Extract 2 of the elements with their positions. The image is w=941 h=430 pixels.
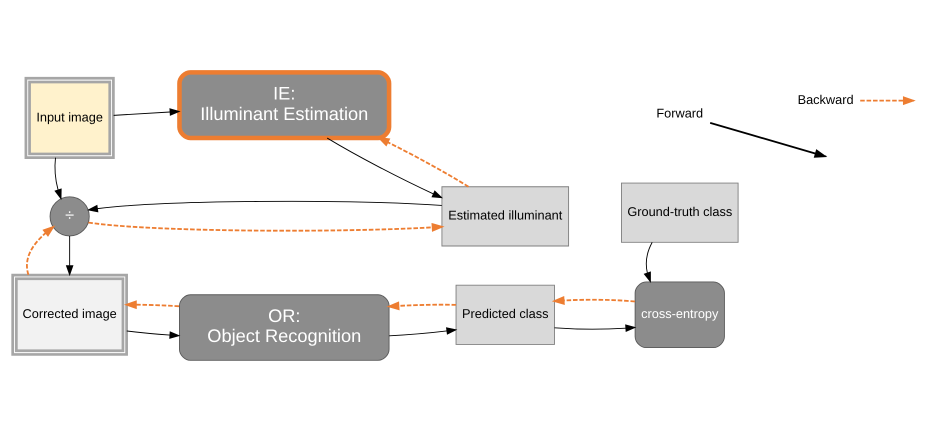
legend-label: Forward xyxy=(656,106,704,121)
legend-label: Backward xyxy=(798,92,854,107)
